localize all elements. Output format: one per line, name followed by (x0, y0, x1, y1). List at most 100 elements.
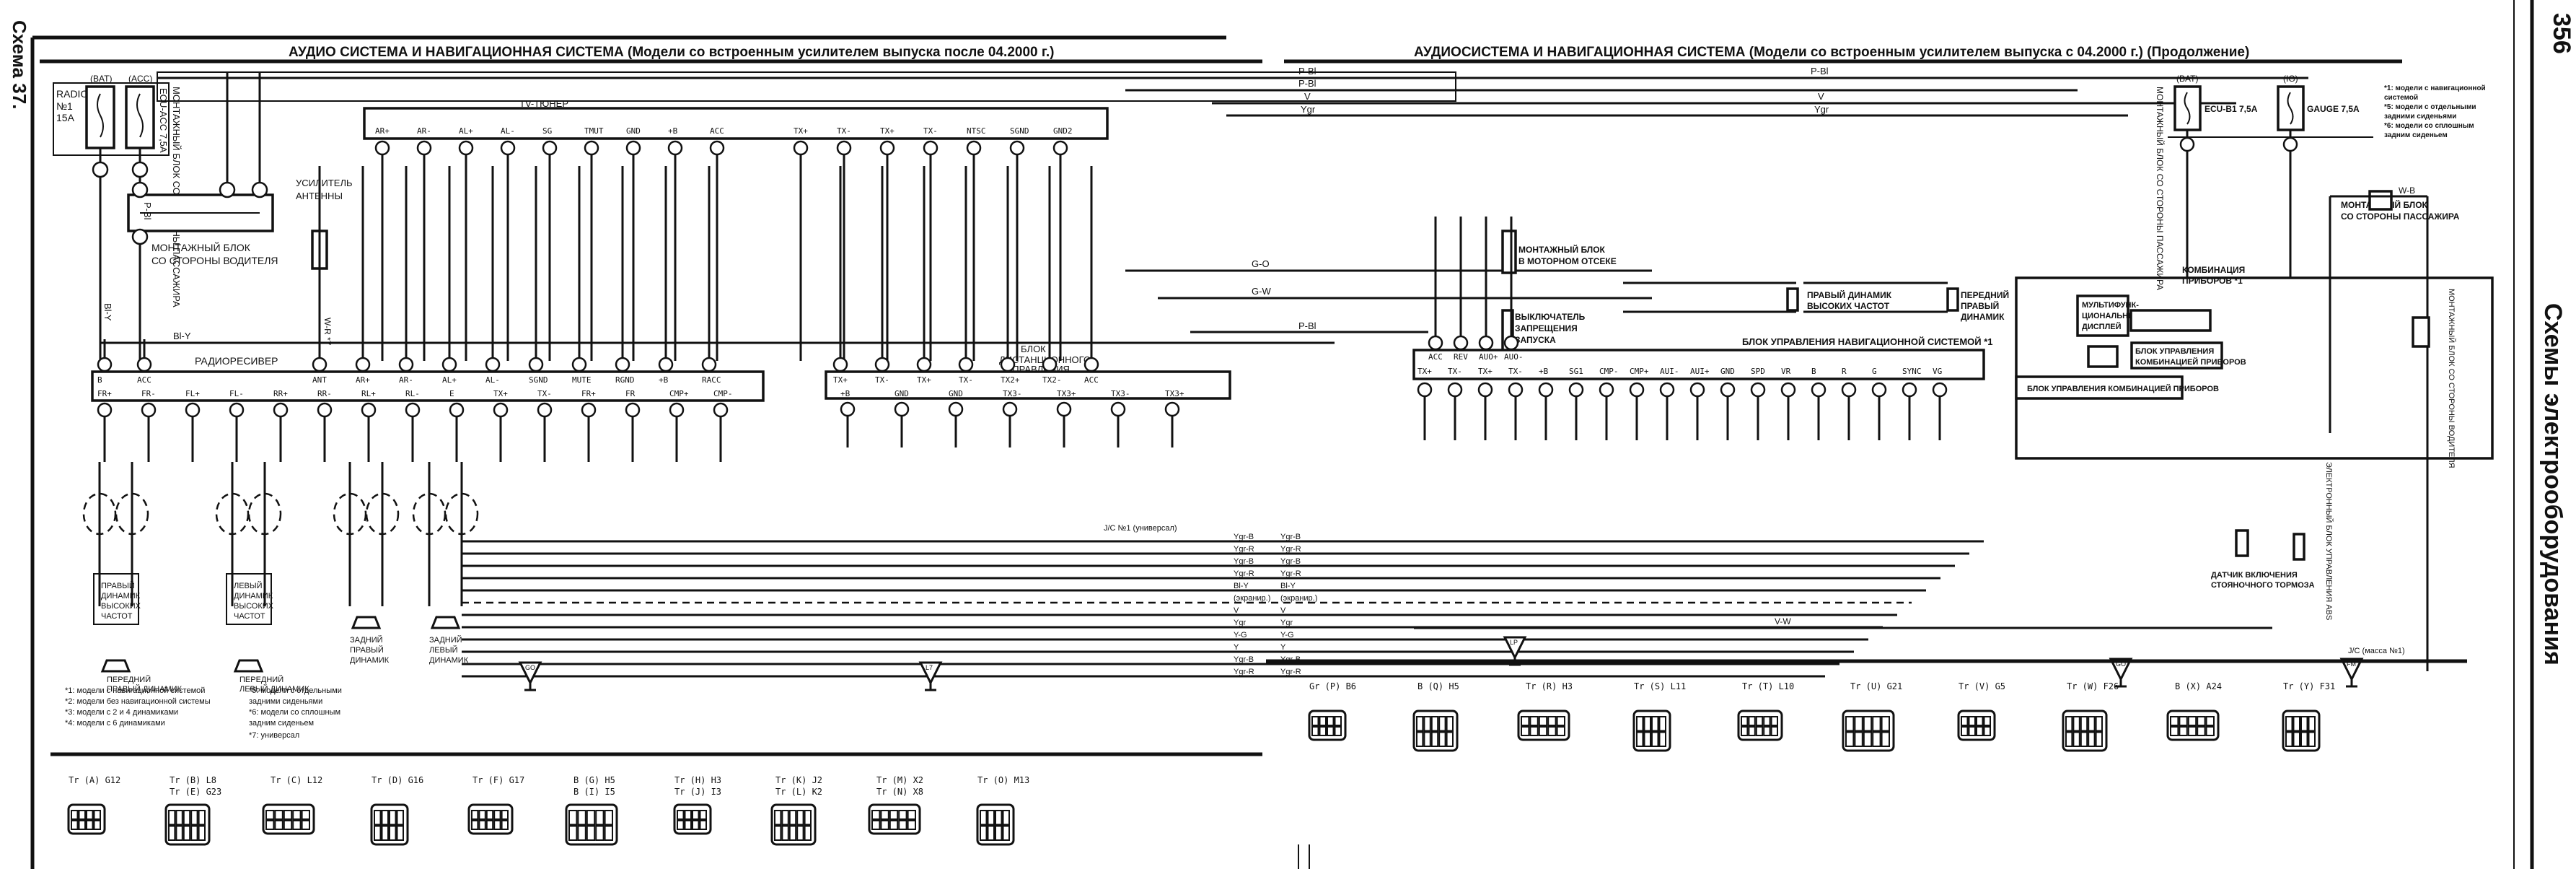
wire-label: Ygr-R (1234, 569, 1254, 578)
nav-bottom-label: AUI+ (1690, 367, 1710, 376)
nav-bottom-pin (1750, 382, 1766, 398)
remote-bottom-label: TX3- (1111, 389, 1130, 398)
fuse-label: RADIO (56, 88, 88, 100)
tv-tuner-label: TX- (923, 126, 938, 136)
remote-top-label: TX+ (833, 375, 848, 385)
fuse-tag: (BAT) (90, 74, 112, 84)
radio-top-label: AR+ (356, 375, 370, 385)
meter-inner-box (2129, 309, 2212, 332)
remote-top-pin (958, 357, 974, 372)
speaker-label: ВЫСОКИХ (234, 602, 274, 611)
note: *6: модели со сплошным (2384, 122, 2474, 130)
note: *7: универсал (249, 731, 299, 740)
right-tweeter-label: ВЫСОКИХ ЧАСТОТ (1807, 301, 1890, 311)
right-connector: B (X) A24 (2166, 681, 2222, 741)
wire-label: Y-G (1280, 631, 1294, 639)
connector-label: Tr (O) M13 (977, 775, 1029, 785)
wire-label: Ygr-R (1280, 569, 1301, 578)
connector-label: Tr (K) J2 (775, 775, 822, 785)
tv-tuner-pin (374, 140, 390, 156)
tv-tuner-box (363, 107, 1109, 140)
wire-label: V-W (1775, 616, 1791, 626)
side-label-left: Схема 37. (9, 20, 30, 109)
radio-bottom-pin (317, 402, 333, 418)
connector-label: Tr (S) L11 (1634, 681, 1686, 691)
ground-label: FM (2347, 660, 2356, 668)
meter-ecu-inner-label: БЛОК УПРАВЛЕНИЯ (2135, 347, 2214, 356)
tv-tuner-label: ACC (710, 126, 724, 136)
connector-label: Tr (L) K2 (775, 787, 822, 797)
wire-label: Y (1280, 643, 1286, 652)
ground-GO: GO (2109, 658, 2133, 688)
engine-jb-label: МОНТАЖНЫЙ БЛОК (1518, 244, 1606, 255)
wire-label: Ygr (1234, 619, 1246, 627)
wire-label: Bl-Y (1234, 582, 1249, 590)
right-connector: Tr (W) F26 (2062, 681, 2119, 752)
tv-tuner-pin (458, 140, 474, 156)
remote-top-pin (832, 357, 848, 372)
tv-tuner-pin (416, 140, 432, 156)
nav-bottom-pin (1902, 382, 1917, 398)
speaker-label: ПРАВЫЙ ДИНАМИК (107, 684, 183, 694)
wire-label: Ygr (1814, 104, 1829, 115)
right-connector: Tr (U) G21 (1842, 681, 1902, 752)
tv-tuner-pin (966, 140, 982, 156)
radio-top-pin (701, 357, 717, 372)
nav-bottom-label: TX+ (1417, 367, 1432, 376)
speaker-label: ЧАСТОТ (234, 612, 265, 621)
remote-bottom-pin (948, 401, 964, 417)
connector-label: Tr (J) I3 (674, 787, 721, 797)
speaker-label: ЗАДНИЙ (350, 635, 383, 645)
ground-GO: GO (518, 661, 542, 691)
radio-bottom-label: FR (625, 389, 636, 398)
tv-tuner-label: AR+ (375, 126, 390, 136)
tv-tuner-pin (836, 140, 852, 156)
multi-display-label: ДИСПЛЕЙ (2082, 322, 2122, 331)
wire-label: Ygr-B (1234, 655, 1254, 664)
notes-right: *1: модели с навигационной системой *5: … (2384, 84, 2486, 139)
connector-label: Tr (V) G5 (1959, 681, 2005, 691)
nav-top-label: AUO- (1504, 352, 1524, 362)
connector-label: B (G) H5 (573, 775, 615, 785)
nav-bottom-pin (1932, 382, 1948, 398)
meter-ecu-bar (2015, 375, 2184, 400)
remote-control-label: УПРАВЛЕНИЯ (1006, 364, 1070, 375)
connector-label: Tr (A) G12 (69, 775, 120, 785)
tv-tuner-pin (542, 140, 558, 156)
left-connector: Tr (A) G12 (67, 775, 120, 835)
fuse-icon (2287, 92, 2294, 125)
nav-ecu-label: БЛОК УПРАВЛЕНИЯ НАВИГАЦИОННОЙ СИСТЕМОЙ *… (1742, 336, 1993, 347)
remote-bottom-pin (1056, 401, 1072, 417)
nav-bottom-pin (1811, 382, 1827, 398)
engine-jb-label: В МОТОРНОМ ОТСЕКЕ (1518, 256, 1617, 266)
speaker-label: ДИНАМИК (101, 592, 141, 601)
radio-top-pin (528, 357, 544, 372)
nav-top-pin (1503, 335, 1519, 351)
radio-bottom-label: FL- (229, 389, 244, 398)
driver-jb-vertical-label: МОНТАЖНЫЙ БЛОК СО СТОРОНЫ ВОДИТЕЛЯ (2447, 289, 2456, 468)
nav-bottom-pin (1841, 382, 1857, 398)
left-connector: Tr (C) L12 (262, 775, 322, 835)
radio-bottom-pin (625, 402, 641, 418)
radio-top-label: ACC (137, 375, 151, 385)
radio-bottom-pin (361, 402, 377, 418)
note: задним сиденьем (2384, 131, 2448, 139)
tv-tuner-pin (584, 140, 599, 156)
wire-label: P-Bl (1298, 66, 1316, 77)
right-connector: Tr (S) L11 (1632, 681, 1686, 752)
meter-inner-box (2087, 345, 2119, 368)
fuse-label: ECU-ACC 7,5A (158, 88, 169, 153)
connector-label: Tr (U) G21 (1850, 681, 1902, 691)
tv-tuner-pin (1052, 140, 1068, 156)
speaker-label: ДИНАМИК (429, 656, 469, 665)
nav-bottom-label: CMP+ (1630, 367, 1649, 376)
fuse-icon (136, 93, 144, 138)
radio-top-label: MUTE (572, 375, 592, 385)
tv-tuner-label: NTSC (967, 126, 986, 136)
start-inhibit-label: ЗАПРЕЩЕНИЯ (1515, 323, 1578, 333)
connector-label: Tr (F) G17 (472, 775, 524, 785)
wire-label: Ygr-R (1234, 545, 1254, 554)
remote-control-box (825, 370, 1231, 400)
right-connector: Tr (R) H3 (1517, 681, 1573, 741)
